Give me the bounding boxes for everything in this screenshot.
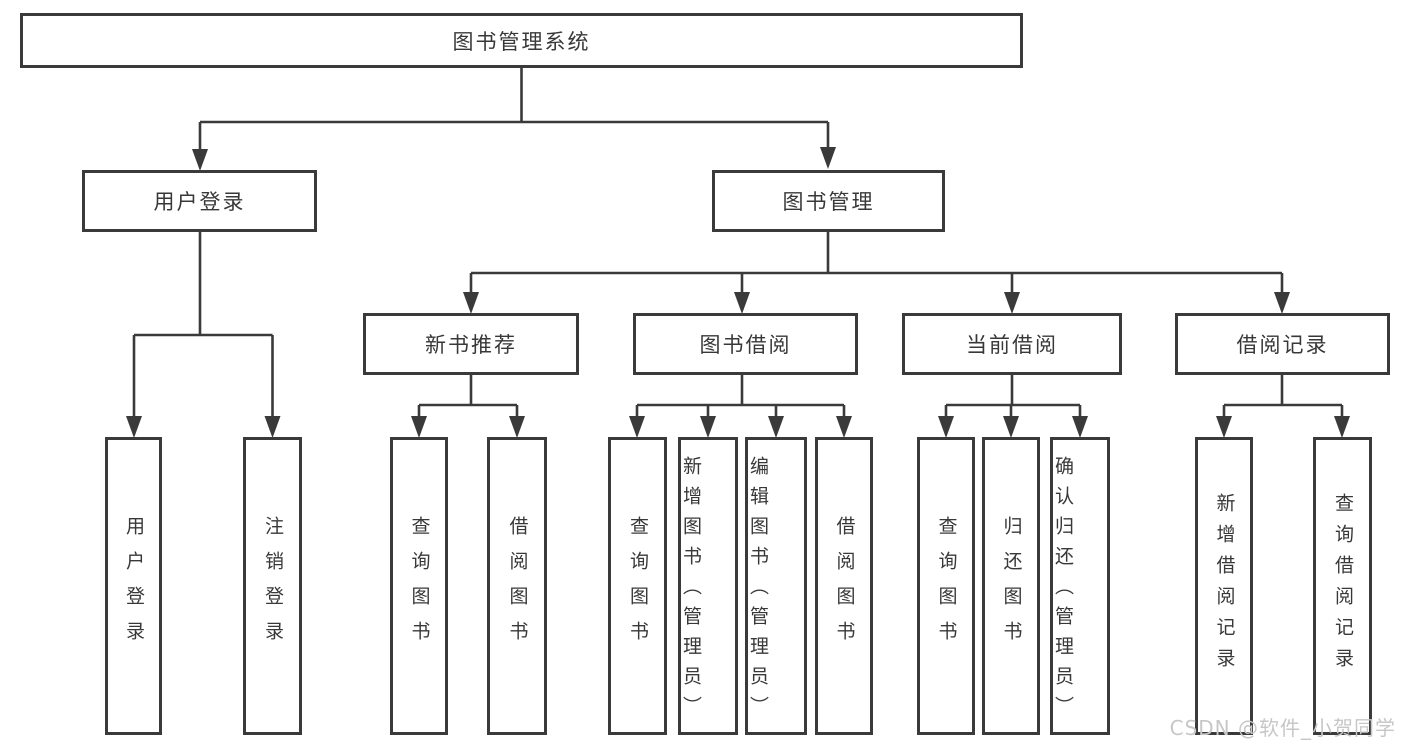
node-label: 查询借阅记录 [1332,493,1354,679]
node-logout-action: 注销登录 [243,437,302,735]
node-return-books: 归还图书 [982,437,1040,735]
arrow-heads [126,147,1350,438]
node-recommend-borrow-books: 借阅图书 [487,437,547,735]
node-label: 查询图书 [627,516,649,656]
node-label: 查询图书 [408,516,431,656]
node-borrowing-borrow-books: 借阅图书 [815,437,873,735]
node-recommend-query-books: 查询图书 [390,437,448,735]
node-confirm-return-admin: 确认归还（管理员） [1050,437,1110,735]
node-add-books-admin: 新增图书（管理员） [678,437,738,735]
node-label: 新书推荐 [425,333,517,357]
node-label: 当前借阅 [966,333,1058,357]
node-borrowing-records: 借阅记录 [1175,313,1390,375]
node-book-borrowing: 图书借阅 [633,313,858,375]
node-label: 借阅图书 [833,516,856,656]
node-label: 图书管理系统 [452,29,591,54]
node-current-query-books: 查询图书 [917,437,975,735]
node-label: 新增图书（管理员） [680,455,702,726]
node-new-book-recommend: 新书推荐 [363,313,579,375]
node-label: 图书借阅 [699,333,792,357]
node-label: 确认归还（管理员） [1052,455,1074,726]
node-user-login-action: 用户登录 [105,437,162,735]
node-add-borrow-record: 新增借阅记录 [1195,437,1253,735]
node-label: 新增借阅记录 [1213,493,1236,679]
node-label: 归还图书 [1000,516,1023,656]
node-label: 图书管理 [782,190,875,214]
node-label: 借阅记录 [1236,333,1329,357]
node-borrowing-query-books: 查询图书 [608,437,667,735]
node-edit-books-admin: 编辑图书（管理员） [745,437,807,735]
node-label: 查询图书 [935,516,958,656]
node-label: 用户登录 [123,516,145,656]
csdn-watermark: CSDN @软件_小贺同学 [1169,716,1396,740]
node-label: 编辑图书（管理员） [747,455,769,726]
node-label: 借阅图书 [506,516,529,656]
node-library-management-system: 图书管理系统 [20,13,1023,68]
node-label: 注销登录 [262,516,284,656]
node-user-login-branch: 用户登录 [82,170,317,232]
node-query-borrow-record: 查询借阅记录 [1313,437,1372,735]
node-current-borrowing: 当前借阅 [902,313,1122,375]
node-book-management: 图书管理 [712,170,945,232]
node-label: 用户登录 [153,190,246,214]
